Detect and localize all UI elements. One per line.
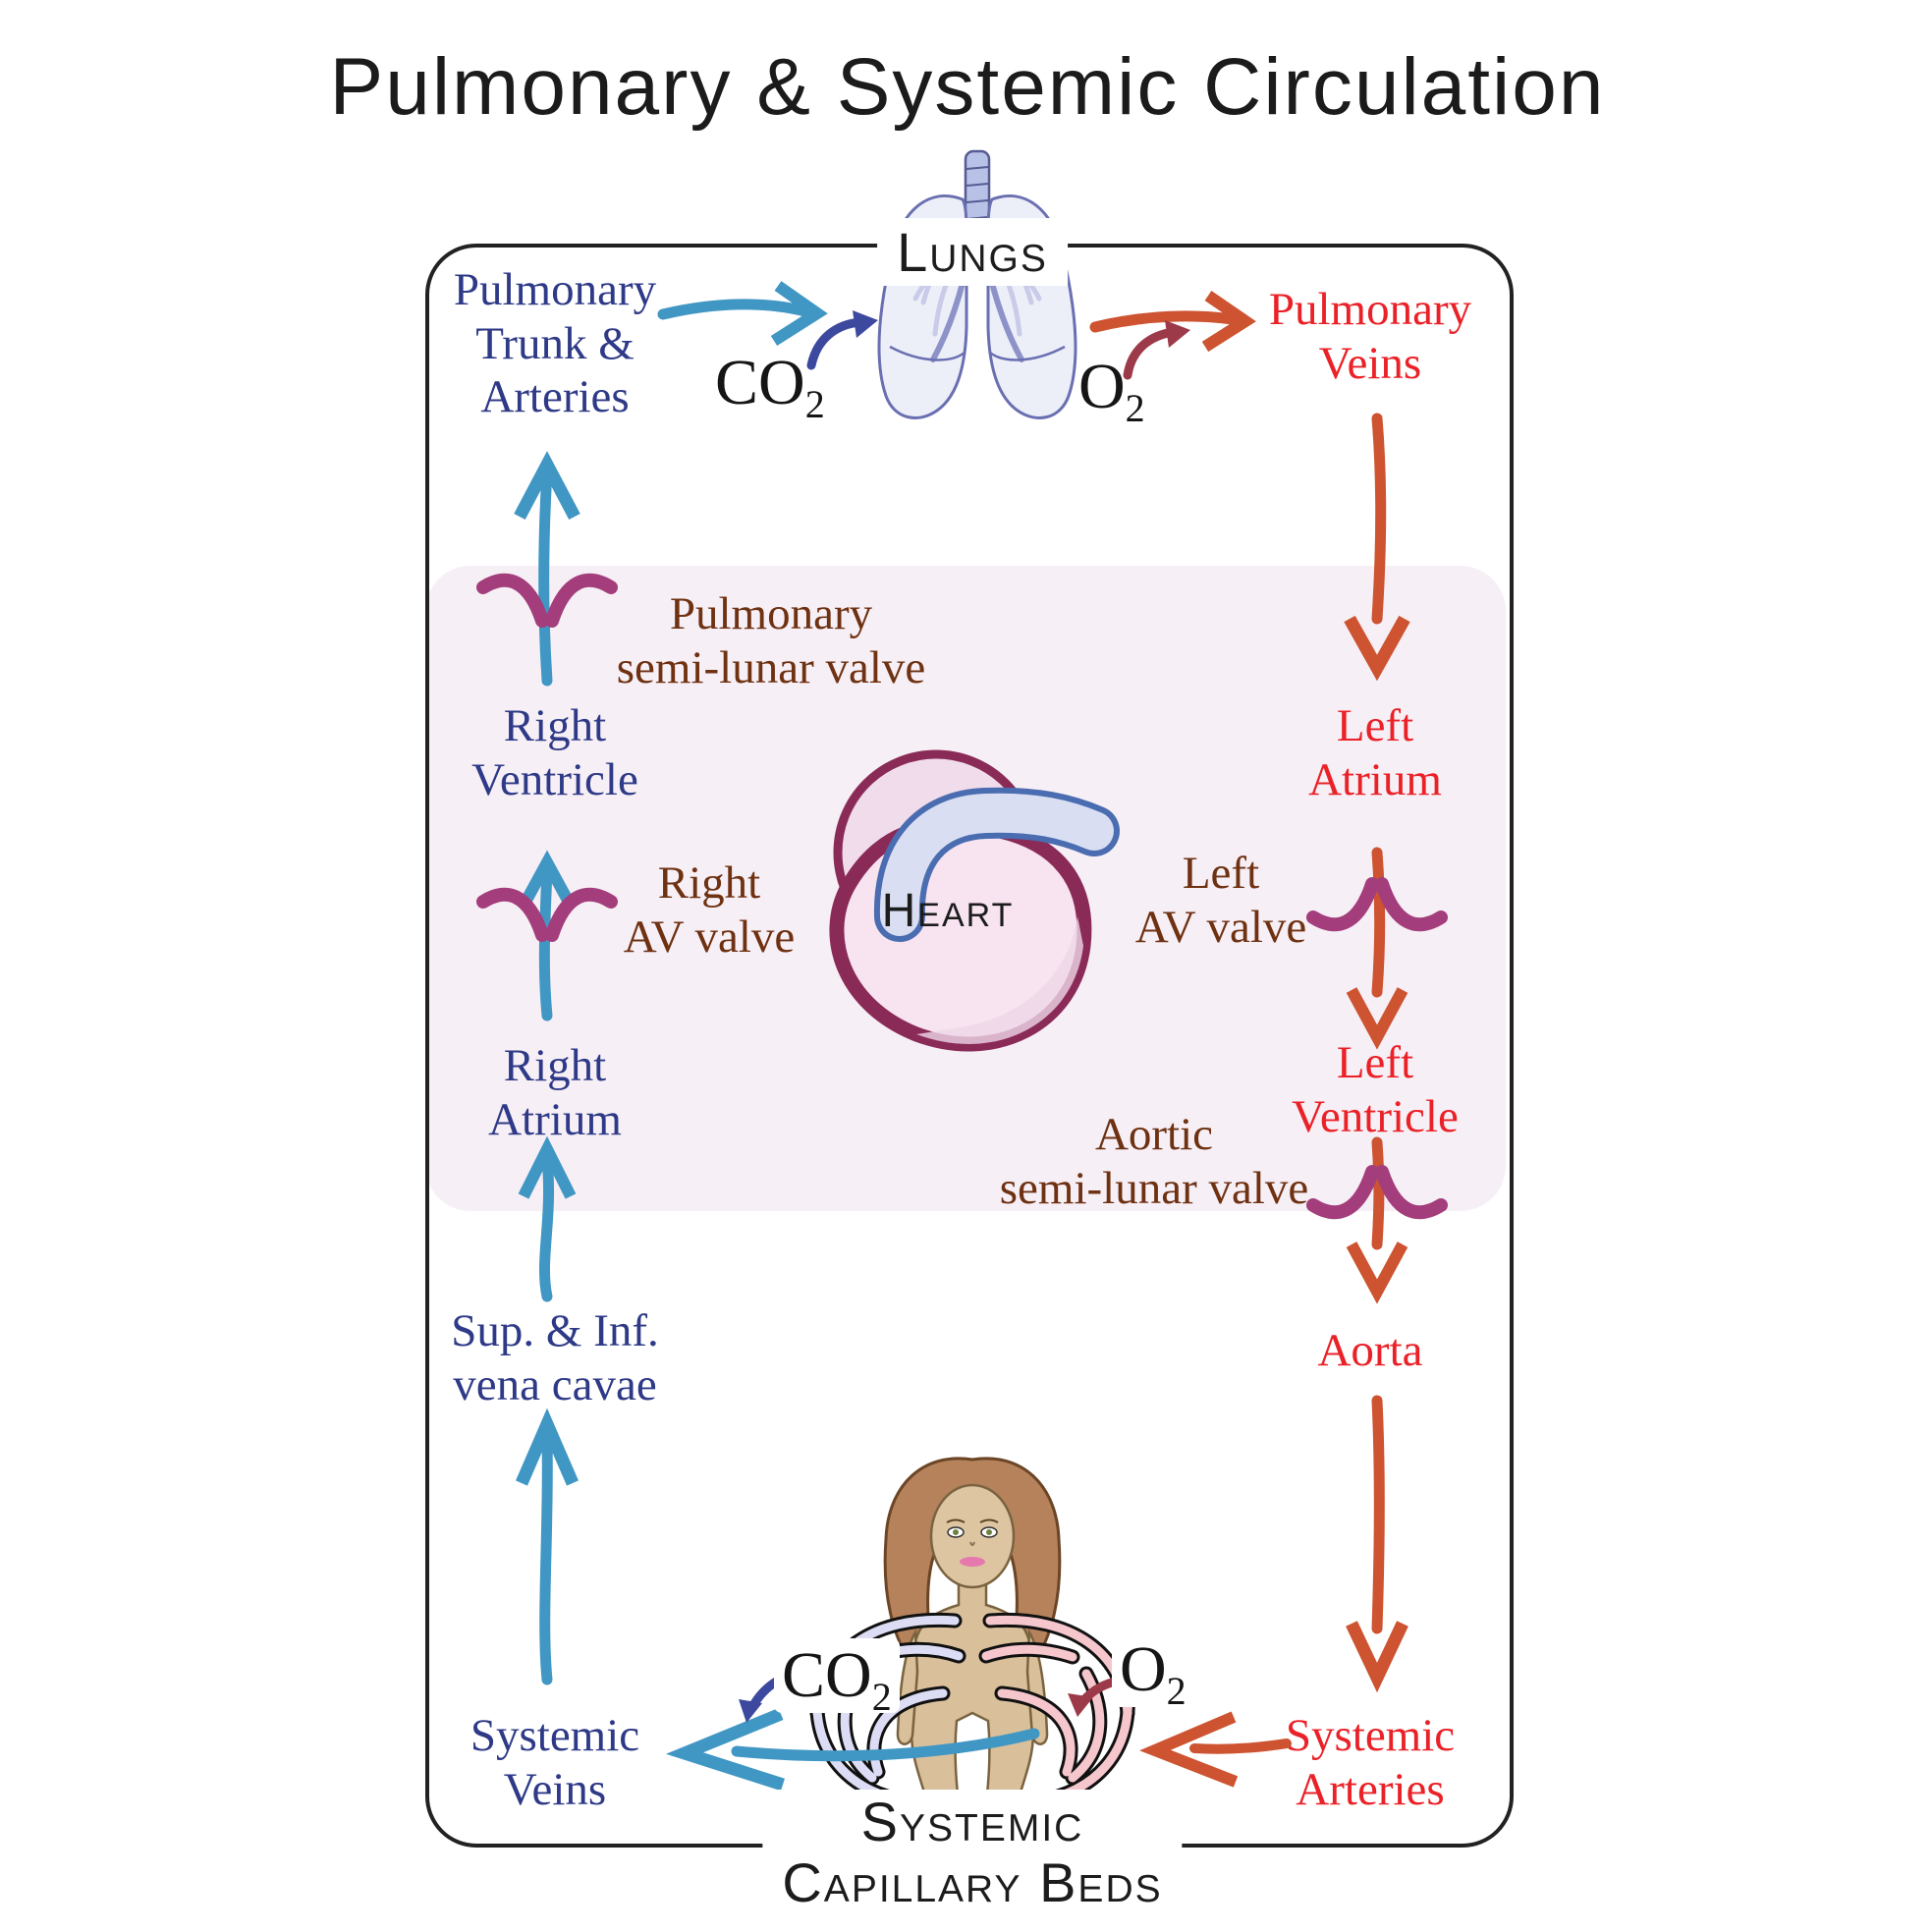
arrow-la-to-lv-icon <box>1346 847 1408 1050</box>
heart-label: Heart <box>881 885 1015 937</box>
o2-uptake-arrow-icon <box>1123 320 1190 380</box>
capillary-beds-label-line2: Capillary Beds <box>782 1850 1163 1913</box>
heart-label-wrap: Heart <box>882 884 1015 938</box>
label-pulmonary-semilunar-valve: Pulmonary semi-lunar valve <box>616 588 926 693</box>
arrow-vena-cavae-to-ra-icon <box>518 1135 577 1302</box>
label-pulmonary-trunk-arteries: Pulmonary Trunk & Arteries <box>453 264 657 423</box>
arrow-pulmonary-veins-to-la-icon <box>1344 413 1410 682</box>
arrow-ra-to-rv-icon <box>518 850 577 1021</box>
co2-label-lungs: CO2 <box>715 347 825 427</box>
arrow-co2-to-lungs-icon <box>657 281 828 347</box>
capillary-beds-label-line1: Systemic <box>860 1791 1084 1852</box>
label-left-av-valve: Left AV valve <box>1134 848 1307 953</box>
label-pulmonary-veins: Pulmonary Veins <box>1268 284 1472 389</box>
lungs-label: Lungs <box>897 221 1048 283</box>
arrow-aorta-to-systemic-arteries-icon <box>1346 1395 1408 1693</box>
arrow-capillaries-to-systemic-veins-icon <box>665 1707 1040 1792</box>
label-left-atrium: Left Atrium <box>1308 700 1442 805</box>
o2-label-capillaries: O2 <box>1112 1632 1194 1711</box>
page-title: Pulmonary & Systemic Circulation <box>329 42 1606 132</box>
label-right-av-valve: Right AV valve <box>623 857 796 963</box>
arrow-systemic-veins-to-vena-cavae-icon <box>516 1408 579 1685</box>
left-av-valve-icon <box>1306 877 1448 932</box>
capillary-beds-label-chip: Systemic Capillary Beds <box>762 1790 1183 1915</box>
label-systemic-arteries: Systemic Arteries <box>1285 1710 1456 1815</box>
co2-label-capillaries: CO2 <box>774 1638 900 1717</box>
heart-illustration <box>829 749 1120 1052</box>
label-aorta: Aorta <box>1317 1325 1423 1376</box>
arterial-capillaries-icon <box>978 1612 1135 1809</box>
label-left-ventricle: Left Ventricle <box>1292 1037 1459 1142</box>
right-av-valve-icon <box>476 887 618 942</box>
pulmonary-semilunar-valve-icon <box>476 573 618 628</box>
o2-label-lungs: O2 <box>1078 351 1145 431</box>
label-right-ventricle: Right Ventricle <box>471 700 638 805</box>
face-icon <box>946 1518 999 1567</box>
arrow-systemic-arteries-to-capillaries-icon <box>1139 1711 1292 1788</box>
label-right-atrium: Right Atrium <box>488 1040 622 1145</box>
head-icon <box>929 1483 1016 1589</box>
label-sup-inf-vena-cavae: Sup. & Inf. vena cavae <box>451 1305 659 1410</box>
lungs-illustration <box>877 149 1077 419</box>
arrow-rv-to-pulmonary-trunk-icon <box>514 451 580 687</box>
aortic-semilunar-valve-icon <box>1306 1165 1448 1220</box>
aortic-arch-icon <box>879 793 1114 936</box>
lungs-label-chip: Lungs <box>877 218 1068 286</box>
arrow-lv-to-aorta-icon <box>1346 1136 1408 1304</box>
co2-release-arrow-icon <box>806 310 878 370</box>
arrow-lungs-to-pulmonary-veins-icon <box>1089 291 1256 353</box>
label-aortic-semilunar-valve: Aortic semi-lunar valve <box>999 1109 1309 1214</box>
label-systemic-veins: Systemic Veins <box>469 1710 640 1815</box>
